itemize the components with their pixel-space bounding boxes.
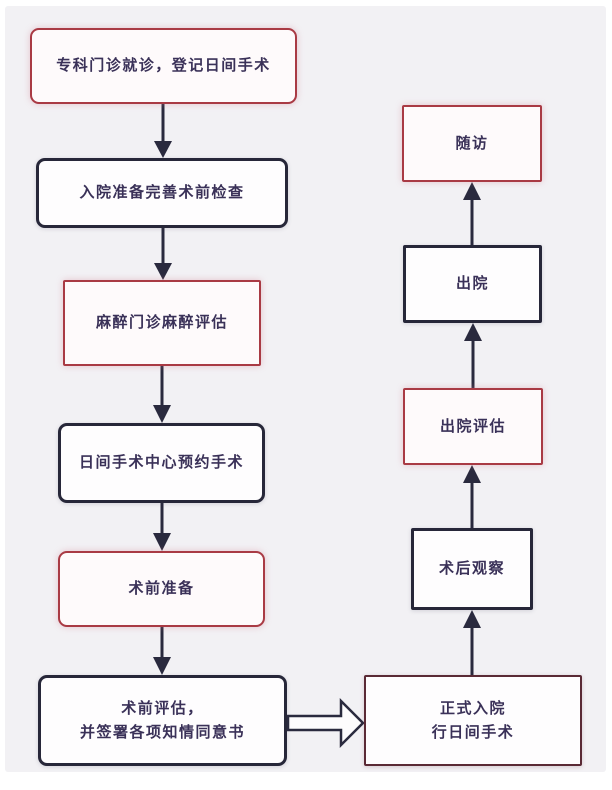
flow-box-label: 术后观察 — [438, 560, 505, 578]
flow-box-label-line1: 术前评估， — [121, 700, 204, 718]
arrow-admission-to-observation-icon — [463, 610, 481, 675]
flow-box-label: 入院准备完善术前检查 — [79, 184, 245, 202]
flow-box-admission-preparation: 入院准备完善术前检查 — [36, 158, 288, 228]
flow-box-label: 出院 — [455, 275, 489, 293]
flow-box-label-line2: 行日间手术 — [431, 723, 515, 741]
arrow-preop-eval-to-admission-icon — [286, 697, 365, 749]
flow-box-anesthesia-clinic-evaluation: 麻醉门诊麻醉评估 — [63, 280, 261, 366]
flow-box-follow-up: 随访 — [402, 105, 542, 182]
arrow-appointment-to-preop-prep-icon — [153, 503, 171, 551]
flow-box-label: 日间手术中心预约手术 — [78, 454, 244, 472]
arrow-discharge-to-followup-icon — [463, 182, 481, 245]
flow-box-discharge: 出院 — [403, 245, 542, 323]
flow-box-label: 专科门诊就诊，登记日间手术 — [56, 57, 271, 75]
arrow-observation-to-discharge-eval-icon — [463, 465, 481, 528]
flow-box-label: 麻醉门诊麻醉评估 — [95, 314, 228, 332]
arrow-registration-to-admission-prep-icon — [154, 104, 172, 158]
flow-box-label: 出院评估 — [439, 417, 506, 435]
flow-box-preoperative-evaluation: 术前评估， 并签署各项知情同意书 — [38, 675, 287, 766]
flow-box-label-line1: 正式入院 — [439, 700, 506, 718]
flow-box-label-line2: 并签署各项知情同意书 — [79, 723, 245, 741]
arrow-discharge-eval-to-discharge-icon — [464, 323, 482, 388]
flow-box-discharge-evaluation: 出院评估 — [403, 388, 543, 465]
flow-box-specialist-clinic-registration: 专科门诊就诊，登记日间手术 — [30, 28, 297, 104]
arrow-anesthesia-to-appointment-icon — [153, 366, 171, 423]
flow-box-label: 随访 — [455, 134, 489, 152]
flow-box-formal-admission: 正式入院 行日间手术 — [364, 675, 582, 766]
flow-box-postoperative-observation: 术后观察 — [411, 528, 533, 610]
arrow-admission-prep-to-anesthesia-icon — [154, 228, 172, 280]
flow-box-label: 术前准备 — [128, 580, 195, 598]
flow-box-preoperative-preparation: 术前准备 — [58, 551, 265, 627]
flow-box-surgery-center-appointment: 日间手术中心预约手术 — [58, 423, 265, 503]
arrow-preop-prep-to-preop-eval-icon — [153, 627, 171, 675]
